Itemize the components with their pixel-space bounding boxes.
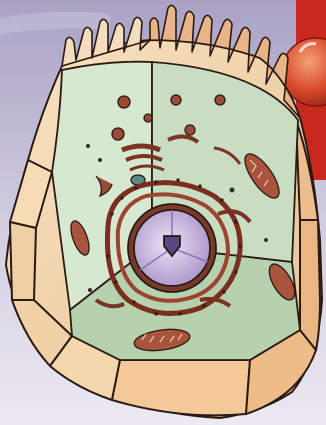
small-granule (88, 288, 92, 292)
vesicle (185, 125, 195, 135)
small-granule (98, 158, 102, 162)
small-granule (264, 238, 268, 242)
vesicle (171, 95, 181, 105)
small-granule (230, 188, 235, 193)
vesicle (112, 128, 124, 140)
nucleus (128, 204, 216, 292)
wall-segment-lower-left (10, 222, 36, 300)
vesicle (215, 95, 225, 105)
vesicle (144, 114, 152, 122)
vesicle (118, 96, 130, 108)
wall-segment-right (300, 220, 320, 350)
small-granule (86, 144, 90, 148)
